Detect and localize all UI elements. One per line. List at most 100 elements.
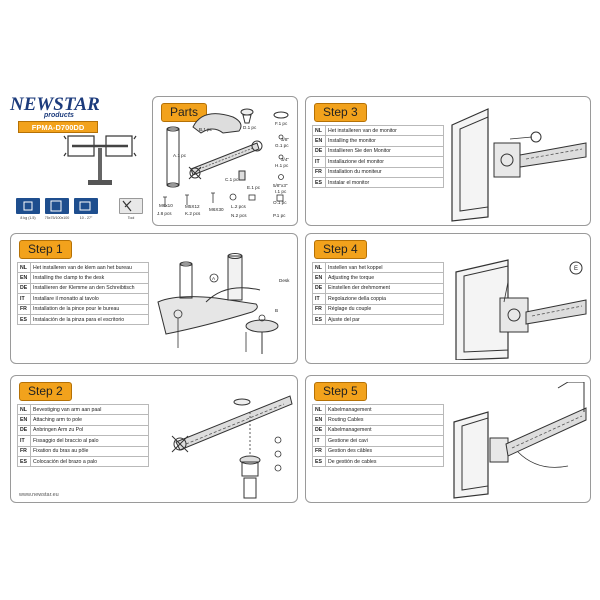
part-m6x10-label: M6x10 (159, 203, 173, 208)
lang-code: DE (312, 145, 326, 158)
instruction-text: Ajuste del par (325, 313, 444, 326)
instruction-text: Instalar el monitor (325, 176, 444, 189)
instruction-text: Gestione dei cavi (325, 435, 444, 447)
product-illustration (63, 135, 137, 185)
part-a-label: A.1 pc (173, 153, 187, 158)
lang-code: IT (17, 435, 31, 447)
logo-text: NEWSTAR (10, 94, 100, 115)
instruction-text: Kabelmanagement (325, 403, 444, 416)
lang-code: ES (17, 313, 31, 326)
instruction-text: Het installeren van de klem aan het bure… (30, 261, 149, 274)
instruction-text: De gestión de cables (325, 455, 444, 468)
step3-illustration (451, 108, 587, 222)
step4-label-e: E (574, 266, 579, 272)
spec-weight-label: 8 kg (1.5) (20, 216, 36, 220)
lang-code: DE (312, 424, 326, 437)
instruction-text: Installing the monitor (325, 135, 444, 147)
lang-code: IT (312, 435, 326, 447)
part-h-label: H.1 pc (275, 163, 289, 168)
spec-tool-label: Tool (127, 216, 135, 220)
logo-subtext: products (44, 112, 74, 119)
lang-code: NL (312, 261, 326, 274)
part-f-label: F.1 pc (275, 121, 288, 126)
instruction-text: Gestion des câbles (325, 445, 444, 457)
part-o-label: O.1 pc (273, 200, 287, 205)
part-i-label: I.1 pc (275, 189, 287, 194)
part-m5x12-label: M5X12 (185, 204, 200, 209)
lang-code: DE (312, 282, 326, 295)
instruction-text: Anbringen Arm zu Pol (30, 424, 149, 437)
part-k-label: K.2 pcs (185, 211, 201, 216)
instruction-text: Kabelmanagement (325, 424, 444, 437)
step5-illustration (453, 382, 587, 499)
lang-code: EN (312, 272, 326, 284)
step5-title: Step 5 (314, 382, 367, 401)
model-number: FPMA-D700DD (18, 121, 98, 133)
footer-url[interactable]: www.newstar.eu (19, 492, 59, 498)
lang-code: ES (312, 313, 326, 326)
spec-screen-label: 10 - 27" (79, 216, 93, 220)
instruction-text: Attaching arm to pole (30, 414, 149, 426)
step2-illustration (171, 395, 293, 499)
step2-title: Step 2 (19, 382, 72, 401)
part-p-label: P.1 pc (273, 213, 286, 218)
part-58x3-label: 5/8"x3" (273, 183, 288, 188)
lang-code: DE (17, 282, 31, 295)
lang-code: NL (312, 403, 326, 416)
instruction-text: Bevestiging van arm aan paal (30, 403, 149, 416)
part-e-label: E.1 pc (247, 185, 261, 190)
spec-icon-glyphs (23, 200, 132, 212)
part-34-label: 3/4" (281, 157, 290, 162)
instruction-text: Instellen van het koppel (325, 261, 444, 274)
step4-title: Step 4 (314, 240, 367, 259)
step3-title: Step 3 (314, 103, 367, 122)
lang-code: EN (312, 135, 326, 147)
instruction-text: Installare il monatto al tavolo (30, 293, 149, 305)
step1-label-desk: Desk (279, 278, 290, 283)
lang-code: IT (17, 293, 31, 305)
instruction-text: Adjusting the torque (325, 272, 444, 284)
instruction-text: Fissaggio del braccio al palo (30, 435, 149, 447)
lang-code: EN (312, 414, 326, 426)
lang-code: FR (17, 303, 31, 315)
instruction-text: Installation du moniteur (325, 166, 444, 178)
lang-code: FR (17, 445, 31, 457)
instruction-text: Het installeren van de monitor (325, 124, 444, 137)
part-38-label: 3/8" (281, 137, 290, 142)
instruction-text: Einstellen der drehmoment (325, 282, 444, 295)
parts-panel: Parts A.1 pc B.1 pc C.1 pc D.1 pc E.1 p (152, 96, 298, 226)
lang-code: NL (17, 261, 31, 274)
lang-code: NL (17, 403, 31, 416)
spec-vesa-label: 75x75/100x100 (44, 216, 70, 220)
brand-logo: NEWSTAR products (10, 94, 105, 124)
part-n-label: N.2 pcs (231, 213, 247, 218)
instruction-text: Réglage du couple (325, 303, 444, 315)
lang-code: IT (312, 293, 326, 305)
lang-code: NL (312, 124, 326, 137)
